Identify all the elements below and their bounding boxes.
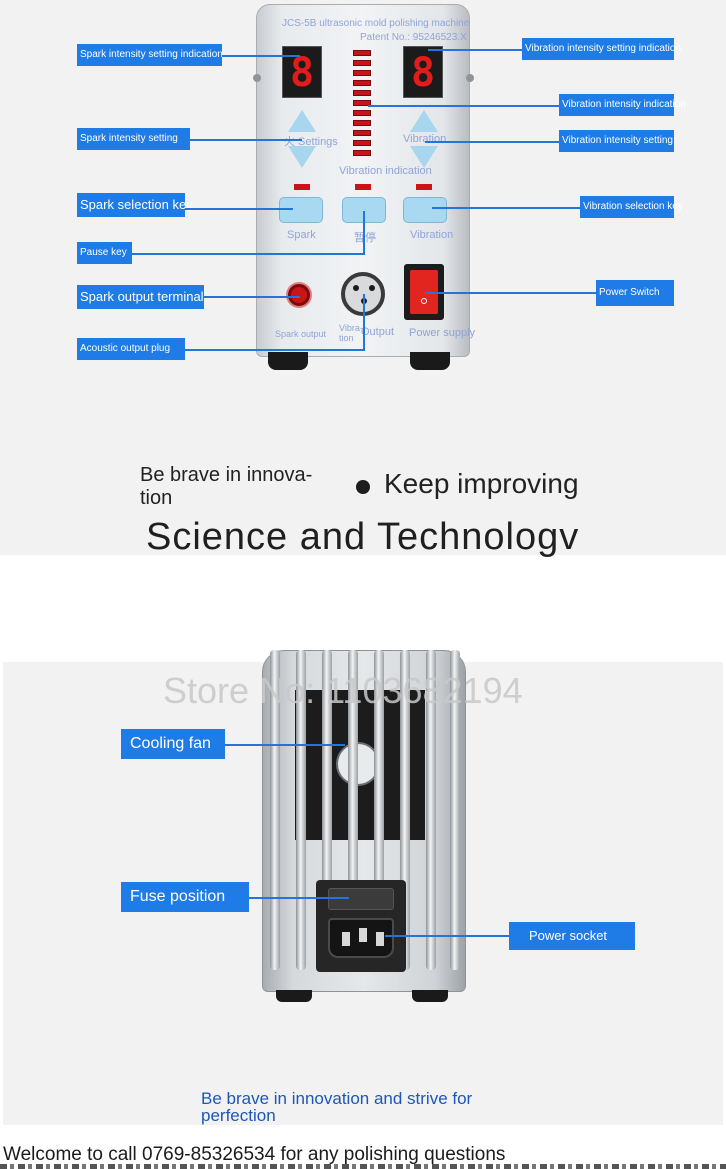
model-title: JCS-5B ultrasonic mold polishing machine	[282, 18, 470, 29]
vibration-indication-label: Vibration indication	[339, 165, 432, 177]
slogan-left: Be brave in innova- tion	[140, 464, 313, 509]
side-screw	[253, 74, 261, 82]
spark-led	[294, 184, 310, 190]
bullet-dot-icon	[356, 480, 370, 494]
vibration-label: Vibration	[403, 133, 447, 145]
leader-line	[368, 105, 559, 107]
cut-off-text-row	[0, 1164, 726, 1169]
callout-spark-intensity-setting: Spark intensity setting	[77, 128, 190, 150]
callout-power-switch: Power Switch	[596, 280, 674, 306]
callout-vibration-selection-key: Vibration selection key	[580, 196, 683, 218]
vibration-led	[416, 184, 432, 190]
pause-led	[355, 184, 371, 190]
power-socket[interactable]	[328, 918, 394, 958]
callout-pause-key: Pause key	[77, 242, 132, 264]
vibration-selection-key[interactable]	[403, 197, 447, 223]
leader-line	[204, 296, 300, 298]
pause-key-label: 暂停	[354, 232, 376, 244]
leader-line	[225, 744, 345, 746]
spark-down-arrow-icon[interactable]	[288, 146, 316, 168]
callout-power-socket: Power socket	[509, 922, 635, 950]
vibration-key-label: Vibration	[410, 229, 454, 241]
patent-number: Patent No.: 95246523.X	[360, 32, 467, 43]
vibration-up-arrow-icon[interactable]	[410, 110, 438, 132]
fuse-holder[interactable]	[328, 888, 394, 910]
leader-line	[132, 253, 364, 255]
callout-acoustic-output-plug: Acoustic output plug	[77, 338, 185, 360]
headline: Science and Technologv	[146, 516, 580, 558]
callout-cooling-fan: Cooling fan	[121, 729, 225, 759]
fuse-and-power-socket	[316, 880, 406, 972]
closing-slogan: Be brave in innovation and strive for pe…	[201, 1089, 473, 1125]
callout-fuse-position: Fuse position	[121, 882, 249, 912]
callout-vibration-intensity-setting: Vibration intensity setting	[559, 130, 674, 152]
spark-selection-key[interactable]	[279, 197, 323, 223]
leader-line	[185, 349, 365, 351]
callout-spark-output-terminal: Spark output terminal	[77, 285, 204, 309]
leader-line	[425, 141, 559, 143]
vibration-intensity-display: 8	[403, 46, 443, 98]
spark-output-label: Spark output	[275, 329, 327, 339]
back-right-foot	[412, 990, 448, 1002]
spark-up-arrow-icon[interactable]	[288, 110, 316, 132]
output-label: Output	[361, 326, 395, 338]
right-foot	[410, 352, 450, 370]
callout-spark-intensity-indication: Spark intensity setting indication	[77, 44, 223, 66]
leader-line	[363, 294, 365, 351]
left-foot	[268, 352, 308, 370]
settings-label: 火 Settings	[284, 136, 338, 148]
welcome-line: Welcome to call 0769-85326534 for any po…	[3, 1144, 506, 1165]
leader-line	[190, 139, 302, 141]
leader-line	[222, 55, 300, 57]
leader-line	[385, 935, 509, 937]
leader-line	[363, 211, 365, 255]
leader-line	[432, 207, 580, 209]
back-left-foot	[276, 990, 312, 1002]
vibration-output-label: Vibra- tion	[339, 323, 363, 343]
spark-key-label: Spark	[287, 229, 316, 241]
leader-line	[185, 208, 293, 210]
spark-output-terminal[interactable]	[288, 284, 310, 306]
side-screw	[466, 74, 474, 82]
callout-spark-selection-key: Spark selection key	[77, 193, 193, 217]
leader-line	[428, 49, 522, 51]
callout-vibration-setting-indication: Vibration intensity setting indication	[522, 38, 681, 60]
callout-vibration-intensity-indication: Vibration intensity indication	[559, 94, 686, 116]
store-watermark: Store No: 1103682194	[163, 670, 523, 711]
leader-line	[249, 897, 349, 899]
leader-line	[425, 292, 596, 294]
power-supply-label: Power supply	[409, 327, 476, 339]
spark-intensity-display: 8	[282, 46, 322, 98]
vibration-down-arrow-icon[interactable]	[410, 146, 438, 168]
slogan-right: Keep improving	[384, 468, 579, 499]
